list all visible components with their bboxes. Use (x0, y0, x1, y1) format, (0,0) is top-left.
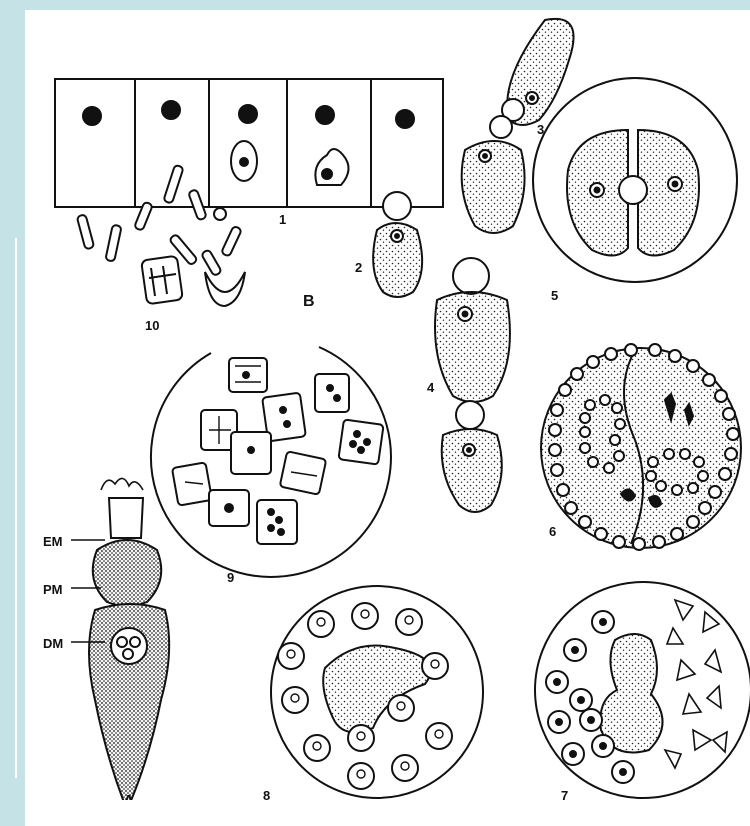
pm-label: PM (43, 582, 63, 597)
frame-left-panel (0, 238, 15, 778)
figure-4-label: 4 (427, 380, 435, 395)
stage-8-cyst (271, 586, 483, 798)
diagram-canvas: 1 2 3 4 5 6 7 8 9 10 A B EM PM DM (25, 10, 750, 800)
group-a-label: A (123, 793, 135, 800)
frame-top-border (0, 0, 750, 10)
figure-9-label: 9 (227, 570, 234, 585)
figure-6-label: 6 (549, 524, 556, 539)
em-label: EM (43, 534, 63, 549)
group-b-label: B (303, 293, 315, 310)
epithelial-cell-row (55, 79, 443, 207)
figure-5-label: 5 (551, 288, 558, 303)
figure-8-label: 8 (263, 788, 270, 800)
figure-1-label: 1 (279, 212, 286, 227)
dm-label: DM (43, 636, 63, 651)
stage-7-cyst (535, 582, 750, 798)
frame-bottom-border (25, 800, 750, 826)
frame-left-divider (15, 238, 17, 778)
figure-3-label: 3 (537, 122, 544, 137)
figure-7-label: 7 (561, 788, 568, 800)
stage-6-cyst (541, 344, 741, 550)
figure-2-label: 2 (355, 260, 362, 275)
stage-4-chain (435, 258, 510, 512)
organism-a (71, 478, 169, 800)
figure-10-label: 10 (145, 318, 159, 333)
stage-9-cyst (151, 347, 391, 577)
stage-5-cyst (533, 78, 737, 282)
diagram-plate: 1 2 3 4 5 6 7 8 9 10 A B EM PM DM (25, 10, 750, 800)
